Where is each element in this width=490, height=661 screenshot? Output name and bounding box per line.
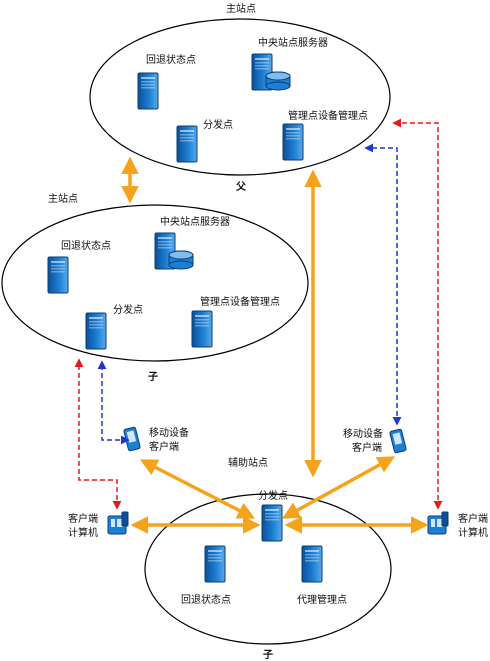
mobile-right-line2: 客户端 xyxy=(352,441,382,454)
mobile-right-line1: 移动设备 xyxy=(343,427,383,440)
mobile-client-left: 移动设备 客户端 xyxy=(123,426,189,453)
mobile-right-top-site-link xyxy=(364,143,402,426)
secondary-distribution-label: 分发点 xyxy=(258,489,288,502)
mobile-left-distribution-link xyxy=(139,459,256,519)
top-site-relation: 父 xyxy=(235,181,247,193)
client-computer-icon xyxy=(427,511,449,535)
computer-client-right: 客户端 计算机 xyxy=(427,511,488,539)
mid-primary-site: 主站点 子 回退状态点 中央站点服务器 分发点 管理点设备管理点 xyxy=(1,192,309,383)
mid-fallback-server-icon xyxy=(47,256,69,294)
mid-fallback-label: 回退状态点 xyxy=(61,239,111,252)
mid-central-label: 中央站点服务器 xyxy=(160,215,230,228)
top-site-title: 主站点 xyxy=(226,2,256,15)
top-fallback-label: 回退状态点 xyxy=(146,53,196,66)
top-central-label: 中央站点服务器 xyxy=(258,36,328,49)
computer-right-line2: 计算机 xyxy=(458,526,488,539)
computer-right-line1: 客户端 xyxy=(458,512,488,525)
top-mgmt-server-icon xyxy=(282,123,304,161)
mobile-device-icon xyxy=(389,428,407,454)
mid-mgmt-label: 管理点设备管理点 xyxy=(200,295,280,308)
mobile-left-line1: 移动设备 xyxy=(149,426,189,439)
secondary-distribution-server-icon xyxy=(261,504,283,542)
mobile-right-distribution-link xyxy=(281,456,396,519)
secondary-site-relation: 子 xyxy=(263,649,273,661)
mid-distribution-server-icon xyxy=(85,312,107,350)
mobile-device-icon xyxy=(123,426,141,452)
computer-left-mid-site-link xyxy=(74,358,122,510)
secondary-site-title: 辅助站点 xyxy=(228,456,268,469)
computer-client-left: 客户端 计算机 xyxy=(68,511,129,539)
mobile-left-mid-site-link xyxy=(97,360,130,445)
computer-left-line1: 客户端 xyxy=(68,512,98,525)
top-distribution-label: 分发点 xyxy=(203,118,233,131)
secondary-fallback-label: 回退状态点 xyxy=(181,593,231,606)
secondary-fallback-server-icon xyxy=(204,545,226,583)
mobile-client-right: 移动设备 客户端 xyxy=(343,427,407,454)
secondary-proxy-label: 代理管理点 xyxy=(297,593,347,606)
client-computer-icon xyxy=(107,511,129,535)
top-primary-site: 主站点 父 回退状态点 中央站点服务器 分发点 管理点设备管理点 xyxy=(89,2,391,193)
top-mgmt-label: 管理点设备管理点 xyxy=(288,109,368,122)
computer-left-line2: 计算机 xyxy=(68,526,98,539)
mid-site-relation: 子 xyxy=(148,371,158,383)
top-site-ellipse xyxy=(89,18,391,176)
secondary-proxy-server-icon xyxy=(301,545,323,583)
mid-mgmt-server-icon xyxy=(191,310,213,348)
mid-site-title: 主站点 xyxy=(48,192,78,205)
mid-distribution-label: 分发点 xyxy=(113,303,143,316)
top-distribution-server-icon xyxy=(176,125,198,163)
mobile-left-line2: 客户端 xyxy=(149,440,179,453)
top-fallback-server-icon xyxy=(137,72,159,110)
computer-right-top-site-link xyxy=(392,118,443,510)
secondary-site: 辅助站点 子 分发点 回退状态点 代理管理点 xyxy=(144,456,392,661)
connectors xyxy=(74,118,443,534)
